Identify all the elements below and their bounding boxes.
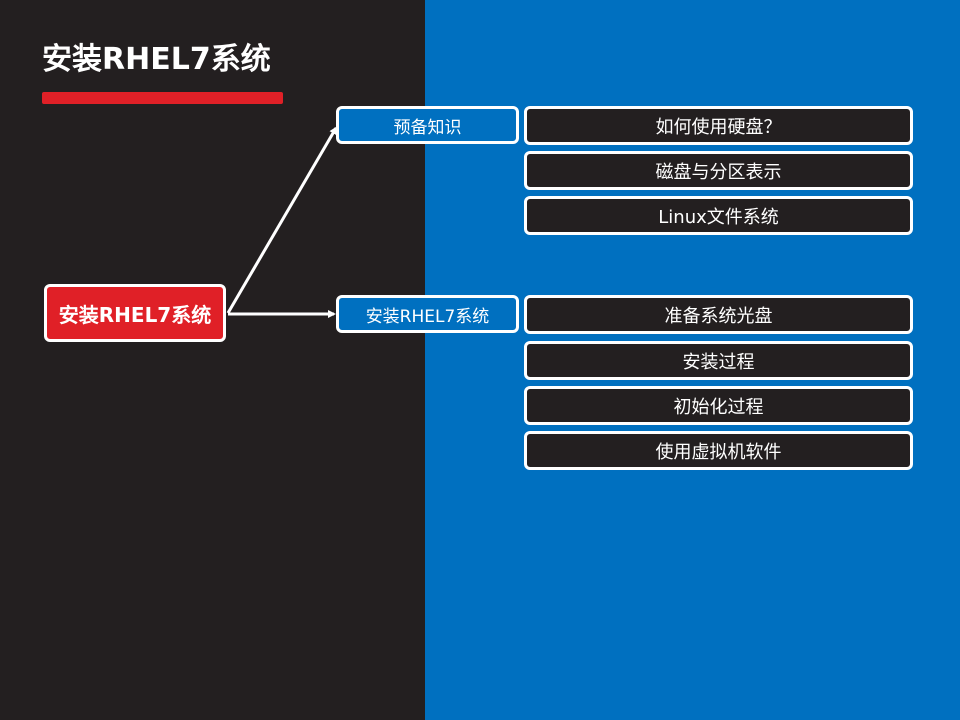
leaf-node-how-to-use-disk: 如何使用硬盘？: [524, 106, 913, 145]
branch-node-prerequisites: 预备知识: [336, 106, 519, 144]
leaf-node-disk-partition-notation: 磁盘与分区表示: [524, 151, 913, 190]
leaf-node-installation-process: 安装过程: [524, 341, 913, 380]
branch-node-install-rhel7: 安装RHEL7系统: [336, 295, 519, 333]
title-underline-bar: [42, 92, 283, 104]
slide-title: 安装RHEL7系统: [42, 42, 271, 77]
leaf-node-linux-filesystem: Linux文件系统: [524, 196, 913, 235]
leaf-node-prepare-system-disc: 准备系统光盘: [524, 295, 913, 334]
leaf-node-use-vm-software: 使用虚拟机软件: [524, 431, 913, 470]
root-node: 安装RHEL7系统: [44, 284, 226, 342]
connector-root-to-branch-1: [226, 126, 338, 314]
leaf-node-initialization-process: 初始化过程: [524, 386, 913, 425]
